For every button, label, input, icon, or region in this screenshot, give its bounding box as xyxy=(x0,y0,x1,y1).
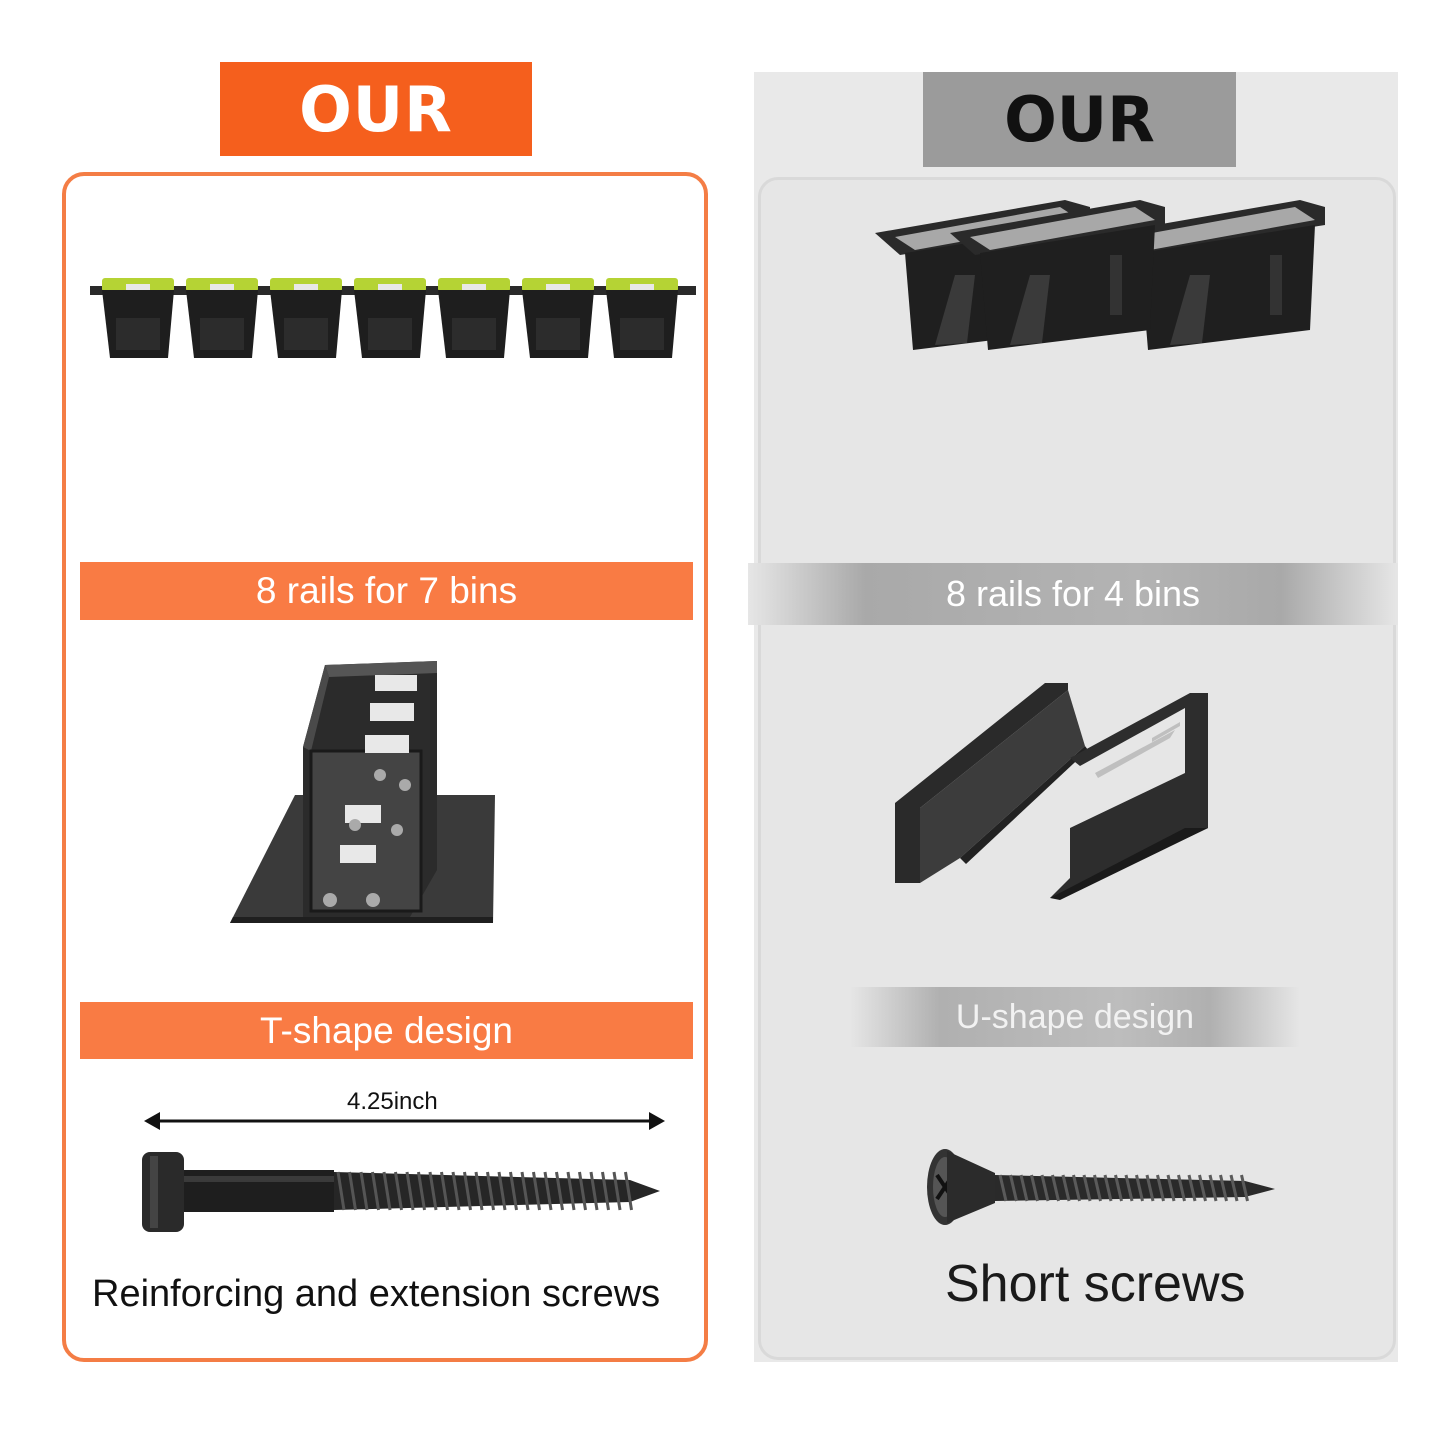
dimension-arrow xyxy=(144,1112,665,1130)
left-bins-band: 8 rails for 7 bins xyxy=(80,562,693,620)
left-bins-on-rails-illustration xyxy=(90,278,696,358)
storage-bin-icon xyxy=(270,278,342,358)
storage-bin-icon xyxy=(102,278,174,358)
lag-screw-icon xyxy=(142,1152,660,1232)
left-screw-caption: Reinforcing and extension screws xyxy=(92,1273,661,1315)
wood-screw-icon xyxy=(927,1149,1275,1225)
storage-bin-icon xyxy=(1110,200,1325,350)
u-rail-icon xyxy=(895,683,1208,900)
dimension-label: 4.25inch xyxy=(347,1088,438,1115)
right-shape-band: U-shape design xyxy=(850,987,1300,1047)
right-header-badge: OUR xyxy=(923,72,1236,167)
storage-bin-icon xyxy=(354,278,426,358)
storage-bin-icon xyxy=(950,200,1165,350)
t-rail-icon xyxy=(230,661,495,923)
storage-bin-icon xyxy=(186,278,258,358)
storage-bin-icon xyxy=(606,278,678,358)
storage-bin-icon xyxy=(438,278,510,358)
right-bins-illustration xyxy=(875,200,1325,350)
left-header-badge: OUR xyxy=(220,62,532,156)
right-comparison-panel xyxy=(758,177,1396,1360)
left-shape-band: T-shape design xyxy=(80,1002,693,1059)
storage-bin-icon xyxy=(522,278,594,358)
right-bins-band: 8 rails for 4 bins xyxy=(748,563,1398,625)
right-screw-caption: Short screws xyxy=(945,1255,1246,1313)
